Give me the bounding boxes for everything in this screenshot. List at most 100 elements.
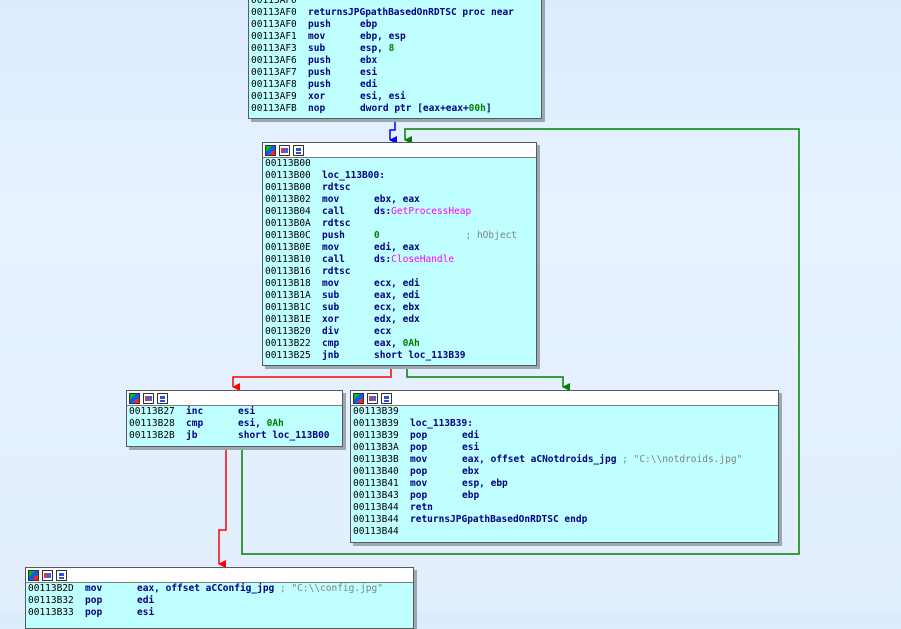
instruction-operands: short loc_113B39 (374, 350, 466, 361)
instruction-mnemonic: jnb (322, 350, 340, 361)
code-line[interactable]: 00113B44 (353, 526, 776, 538)
code-line[interactable]: 00113B39 (353, 406, 776, 418)
node-color-icon[interactable] (353, 392, 364, 404)
instruction-address: 00113AF0 (251, 7, 297, 18)
instruction-address: 00113AF0 (251, 0, 297, 6)
instruction-address: 00113B40 (353, 466, 399, 477)
code-line[interactable]: 00113AF0 returnsJPGpathBasedOnRDTSC proc … (251, 7, 539, 19)
immediate-value: 8 (388, 43, 395, 54)
instruction-address: 00113B1E (265, 314, 311, 325)
code-line[interactable]: 00113AF0 (251, 0, 539, 7)
code-line[interactable]: 00113AF8 push edi (251, 79, 539, 91)
node-color-icon[interactable] (129, 392, 140, 404)
instruction-mnemonic: pop (410, 466, 428, 477)
assign-name-icon[interactable] (367, 392, 378, 404)
api-name: GetProcessHeap (391, 206, 472, 217)
instruction-operands: esi (238, 406, 256, 417)
group-nodes-icon[interactable] (157, 392, 168, 404)
assign-name-icon[interactable] (279, 144, 290, 156)
instruction-operands: esi (360, 67, 378, 78)
instruction-address: 00113B41 (353, 478, 399, 489)
instruction-mnemonic: push (322, 230, 345, 241)
node-color-icon[interactable] (265, 144, 276, 156)
instruction-operands: edi (360, 79, 378, 90)
group-nodes-icon[interactable] (381, 392, 392, 404)
instruction-mnemonic: pop (410, 490, 428, 501)
assign-name-icon[interactable] (143, 392, 154, 404)
instruction-mnemonic: returnsJPGpathBasedOnRDTSC endp (410, 514, 588, 525)
instruction-operands: esp, (360, 43, 389, 54)
instruction-operands: dword ptr [eax+eax+ (360, 103, 469, 114)
instruction-operands: eax, edi (374, 290, 420, 301)
instruction-address: 00113AFB (251, 103, 297, 114)
instruction-mnemonic: push (308, 79, 331, 90)
instruction-address: 00113AF0 (251, 19, 297, 30)
instruction-mnemonic: push (308, 55, 331, 66)
instruction-mnemonic: returnsJPGpathBasedOnRDTSC proc near (308, 7, 514, 18)
assign-name-icon[interactable] (42, 569, 53, 581)
node-color-icon[interactable] (28, 569, 39, 581)
instruction-mnemonic: pop (410, 442, 428, 453)
instruction-address: 00113AF8 (251, 79, 297, 90)
block-header (263, 143, 536, 158)
instruction-address: 00113B43 (353, 490, 399, 501)
instruction-mnemonic: call (322, 254, 345, 265)
instruction-mnemonic: pop (85, 595, 103, 606)
string-comment: ; "C:\\notdroids.jpg" (616, 454, 743, 465)
instruction-address: 00113B0A (265, 218, 311, 229)
instruction-address: 00113B2B (129, 430, 175, 441)
instruction-mnemonic: pop (85, 607, 103, 618)
instruction-address: 00113B02 (265, 194, 311, 205)
instruction-operands: ds: (374, 206, 392, 217)
group-nodes-icon[interactable] (56, 569, 67, 581)
instruction-address: 00113B3B (353, 454, 399, 465)
group-nodes-icon[interactable] (293, 144, 304, 156)
code-line[interactable]: 00113B00 (265, 158, 534, 170)
